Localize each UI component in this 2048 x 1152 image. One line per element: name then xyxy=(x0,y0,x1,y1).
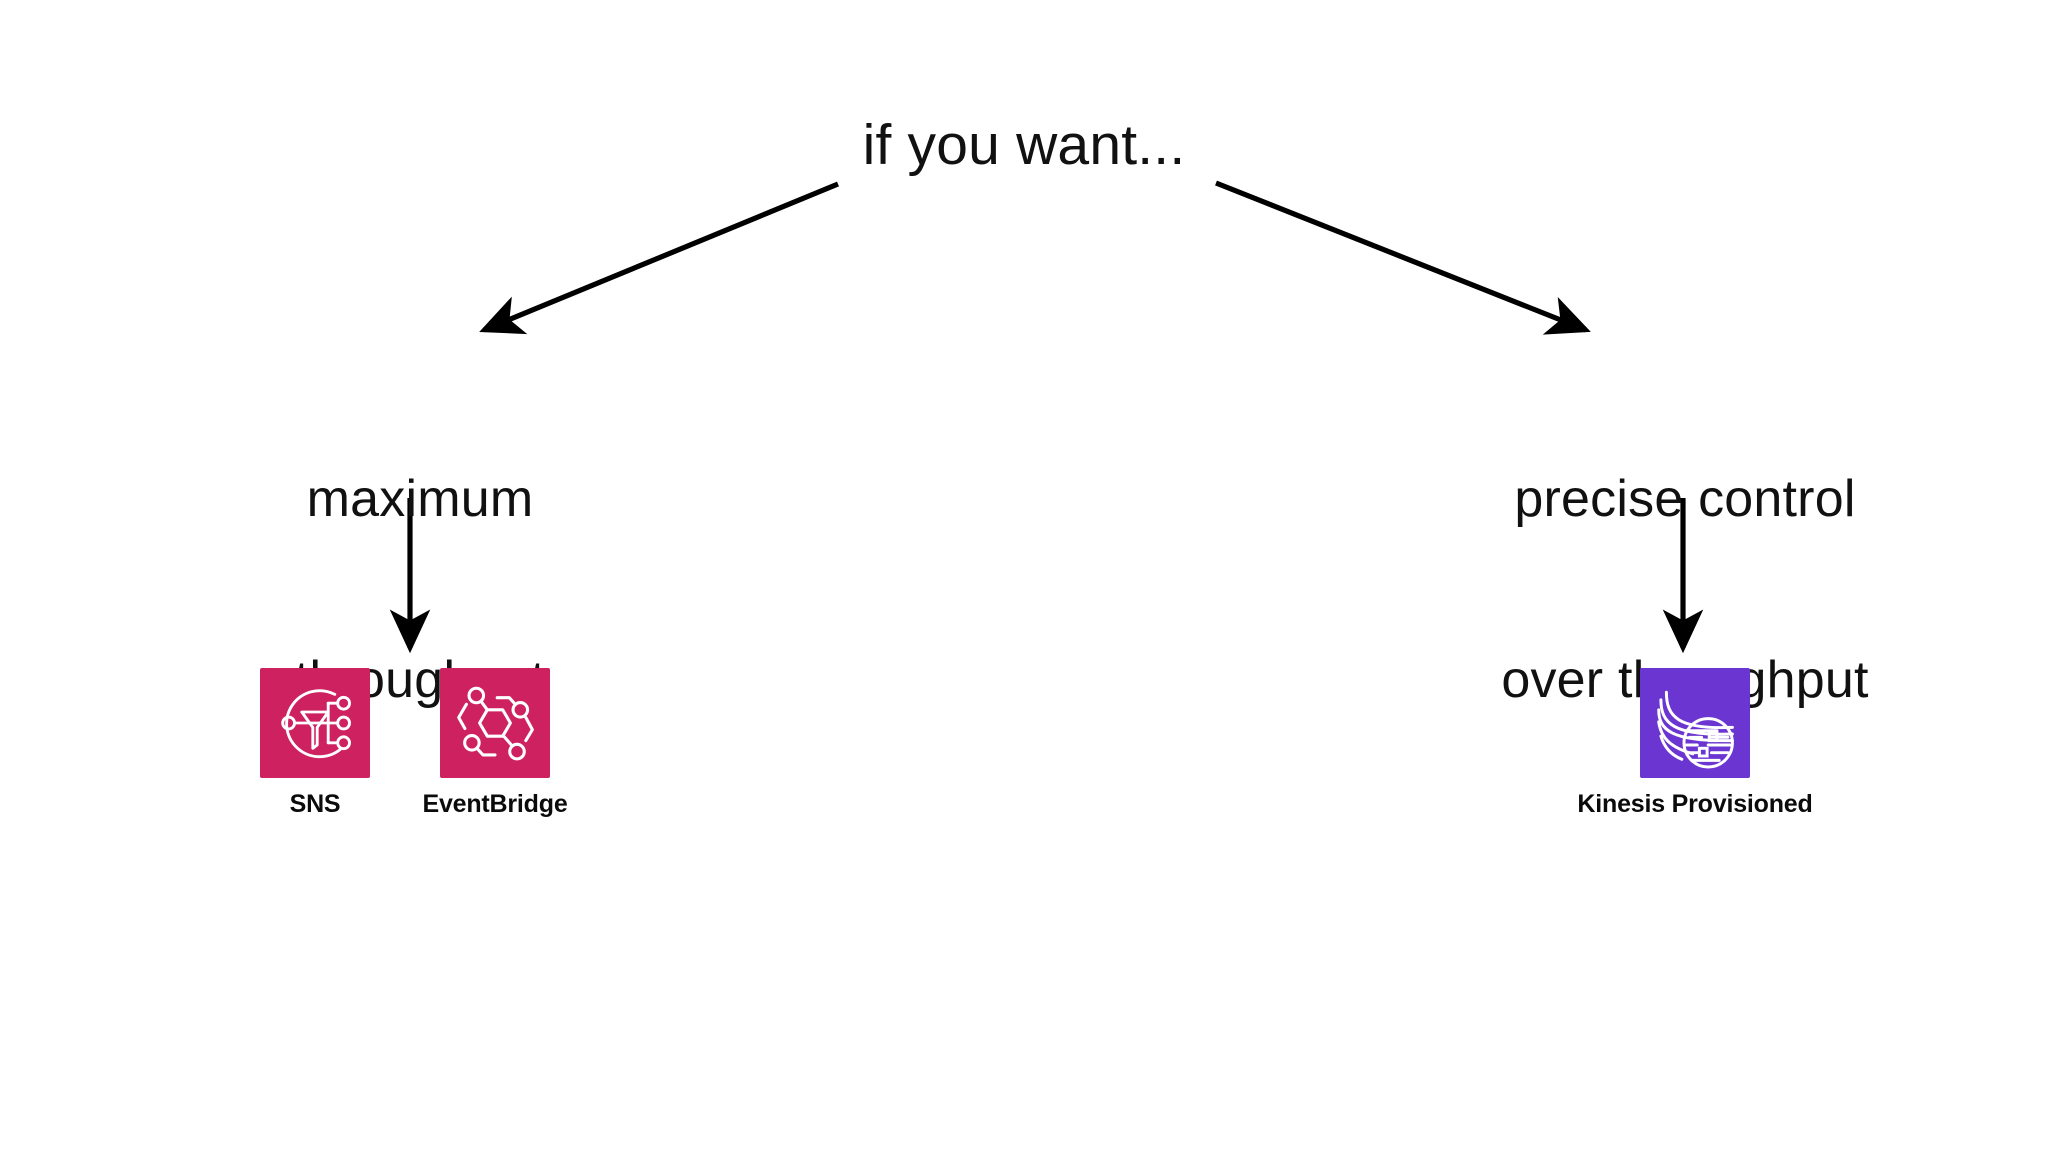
service-label-eventbridge: EventBridge xyxy=(422,790,568,818)
service-sns[interactable]: SNS xyxy=(240,668,390,819)
service-eventbridge[interactable]: EventBridge xyxy=(420,668,570,819)
service-kinesis-provisioned[interactable]: Kinesis Provisioned xyxy=(1577,668,1813,819)
branch-right-line1: precise control xyxy=(1514,469,1856,528)
aws-sns-icon xyxy=(260,668,370,778)
branch-left-line1: maximum xyxy=(306,469,534,528)
service-label-sns: SNS xyxy=(289,790,341,818)
root-question-label: if you want... xyxy=(862,113,1186,177)
aws-kinesis-data-streams-icon xyxy=(1640,668,1750,778)
service-label-kinesis-provisioned: Kinesis Provisioned xyxy=(1577,790,1813,818)
arrow-root-to-right xyxy=(1215,180,1591,335)
branch-label-precise-control: precise control over throughput xyxy=(1445,348,1925,831)
aws-eventbridge-icon xyxy=(440,668,550,778)
arrow-root-to-left xyxy=(479,181,839,335)
